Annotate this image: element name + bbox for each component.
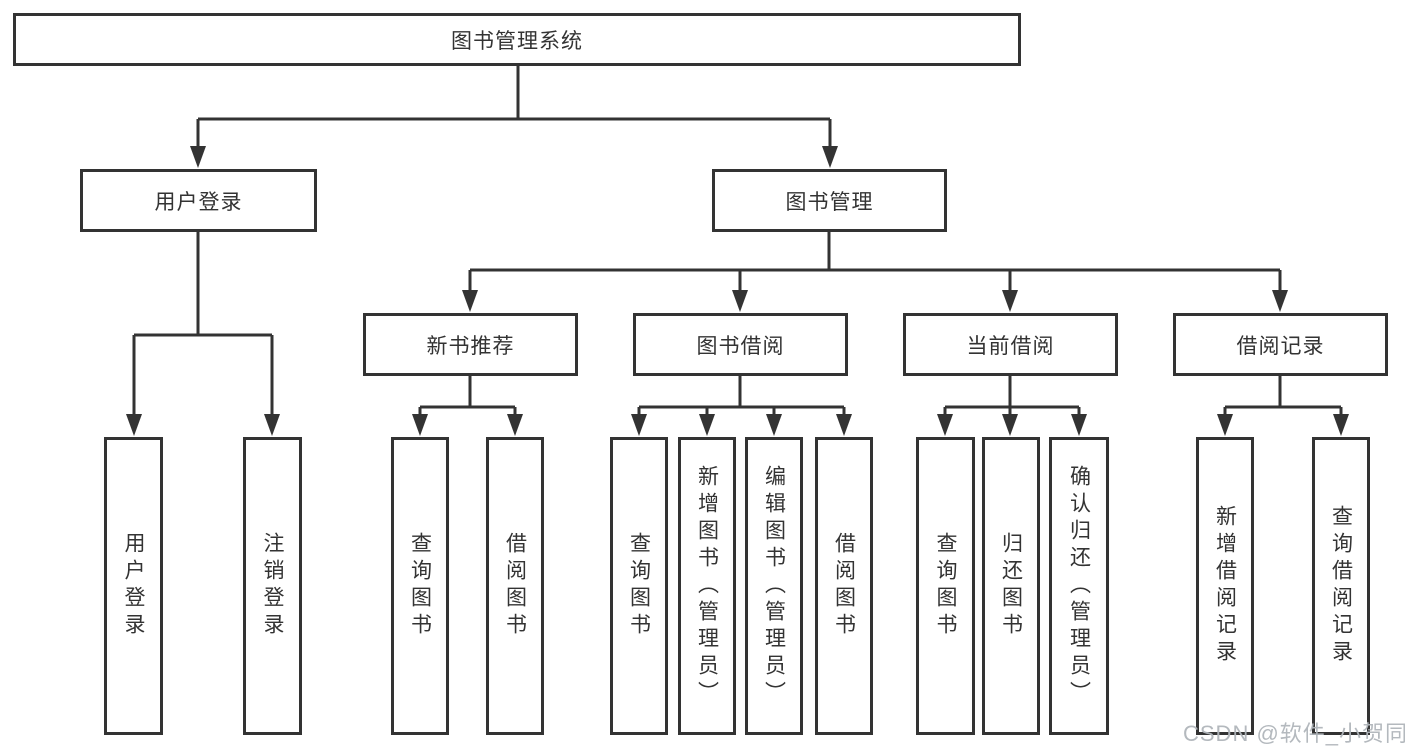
leaf-user-login: 用户登录 (104, 437, 163, 735)
node-book-management: 图书管理 (712, 169, 947, 232)
leaf-br-query-record: 查询借阅记录 (1312, 437, 1370, 735)
leaf-logout: 注销登录 (243, 437, 302, 735)
leaf-bb-edit-books-admin-label: 编辑图书（管理员） (762, 464, 786, 708)
leaf-bb-add-books-admin-label: 新增图书（管理员） (695, 464, 719, 708)
leaf-bb-query-books: 查询图书 (610, 437, 668, 735)
leaf-cb-query-books-label: 查询图书 (934, 532, 957, 640)
leaf-bb-borrow-books: 借阅图书 (815, 437, 873, 735)
leaf-cb-confirm-return-admin: 确认归还（管理员） (1049, 437, 1109, 735)
leaf-user-login-label: 用户登录 (122, 532, 145, 640)
node-user-login: 用户登录 (80, 169, 317, 232)
leaf-nb-query-books-label: 查询图书 (408, 532, 432, 640)
leaf-nb-borrow-books-label: 借阅图书 (503, 532, 527, 640)
leaf-bb-edit-books-admin: 编辑图书（管理员） (745, 437, 803, 735)
leaf-br-add-record-label: 新增借阅记录 (1213, 505, 1237, 667)
leaf-cb-return-books: 归还图书 (982, 437, 1040, 735)
leaf-br-add-record: 新增借阅记录 (1196, 437, 1254, 735)
node-book-borrow: 图书借阅 (633, 313, 848, 376)
leaf-cb-confirm-return-admin-label: 确认归还（管理员） (1067, 464, 1091, 708)
node-current-borrow: 当前借阅 (903, 313, 1118, 376)
leaf-logout-label: 注销登录 (261, 532, 284, 640)
node-new-book-recommend: 新书推荐 (363, 313, 578, 376)
leaf-nb-borrow-books: 借阅图书 (486, 437, 544, 735)
node-borrow-records: 借阅记录 (1173, 313, 1388, 376)
leaf-bb-query-books-label: 查询图书 (627, 532, 651, 640)
leaf-bb-add-books-admin: 新增图书（管理员） (678, 437, 736, 735)
leaf-cb-query-books: 查询图书 (916, 437, 975, 735)
leaf-cb-return-books-label: 归还图书 (999, 532, 1023, 640)
node-library-system: 图书管理系统 (13, 13, 1021, 66)
leaf-bb-borrow-books-label: 借阅图书 (832, 532, 856, 640)
watermark: CSDN @软件_小贺同学 (1183, 721, 1405, 746)
leaf-br-query-record-label: 查询借阅记录 (1329, 505, 1353, 667)
leaf-nb-query-books: 查询图书 (391, 437, 449, 735)
